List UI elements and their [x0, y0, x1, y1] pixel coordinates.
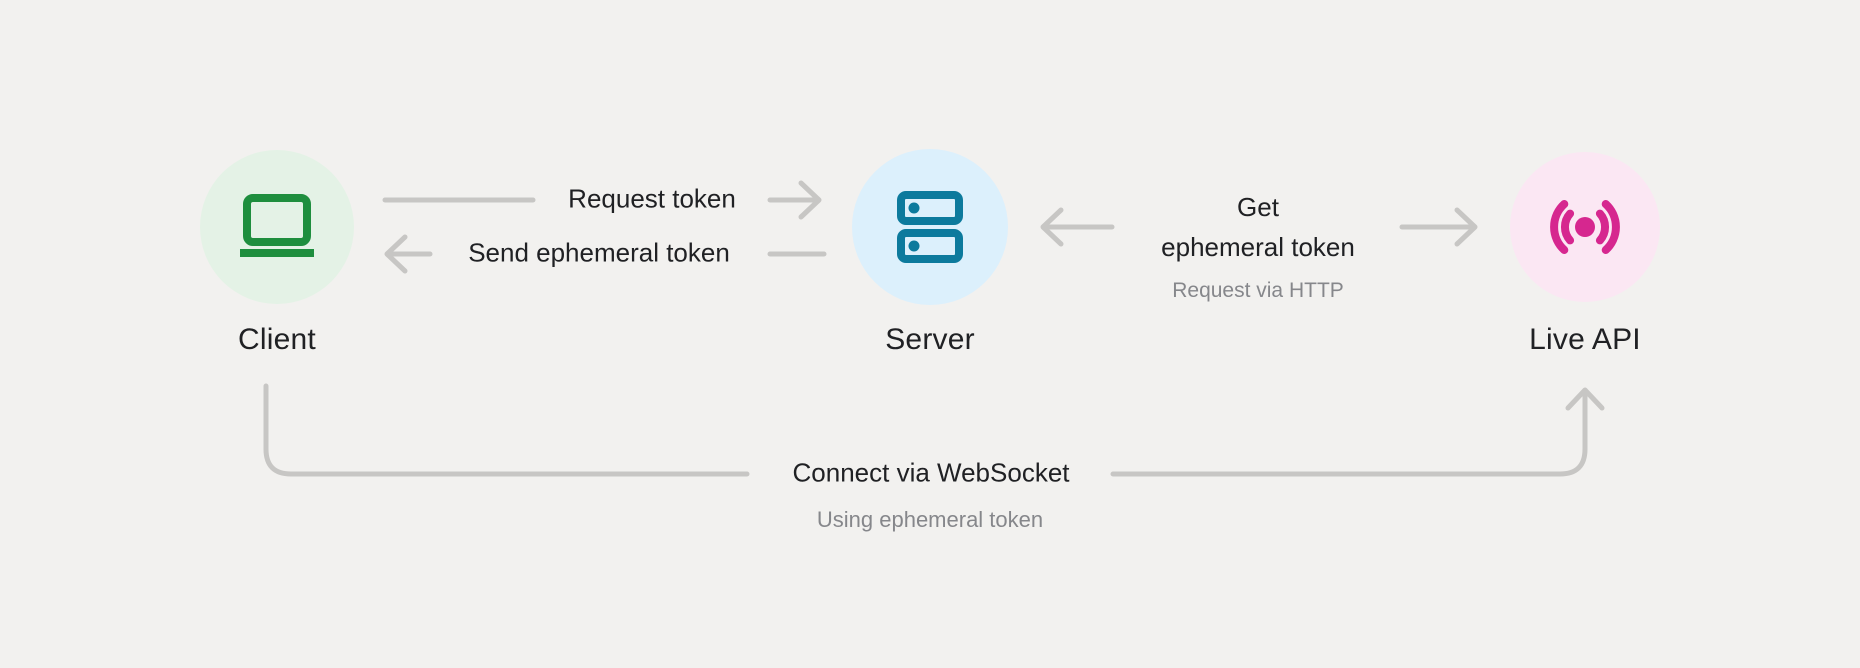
request-token-label: Request token [568, 183, 736, 214]
server-stack-icon [897, 191, 963, 263]
right-arrowhead-icon [1454, 207, 1478, 247]
connect-websocket-label: Connect via WebSocket [792, 457, 1070, 488]
live-api-node [1510, 152, 1660, 302]
websocket-line-left [263, 383, 750, 477]
edge-request-token [382, 180, 822, 220]
laptop-icon [240, 194, 314, 257]
connector-group [263, 180, 1605, 477]
left-arrowhead-icon [1040, 207, 1064, 247]
send-ephemeral-token-label: Send ephemeral token [468, 237, 730, 268]
right-arrowhead-icon [798, 180, 822, 220]
client-node [200, 150, 354, 304]
websocket-line-right [1110, 388, 1588, 477]
up-arrowhead-icon [1565, 387, 1605, 411]
live-api-label: Live API [1529, 323, 1641, 356]
edge-connect-websocket [263, 383, 1605, 477]
left-arrowhead-icon [384, 234, 408, 274]
edge-send-ephemeral-token [384, 234, 827, 274]
using-ephemeral-token-sublabel: Using ephemeral token [816, 507, 1044, 532]
client-label: Client [238, 323, 316, 356]
live-broadcast-icon [1550, 200, 1620, 254]
server-label: Server [885, 323, 975, 356]
server-node [852, 149, 1008, 305]
edge-get-ephemeral-token [1040, 207, 1478, 247]
get-ephemeral-token-label: Get ephemeral token [1161, 192, 1355, 262]
request-via-http-sublabel: Request via HTTP [1172, 279, 1344, 302]
